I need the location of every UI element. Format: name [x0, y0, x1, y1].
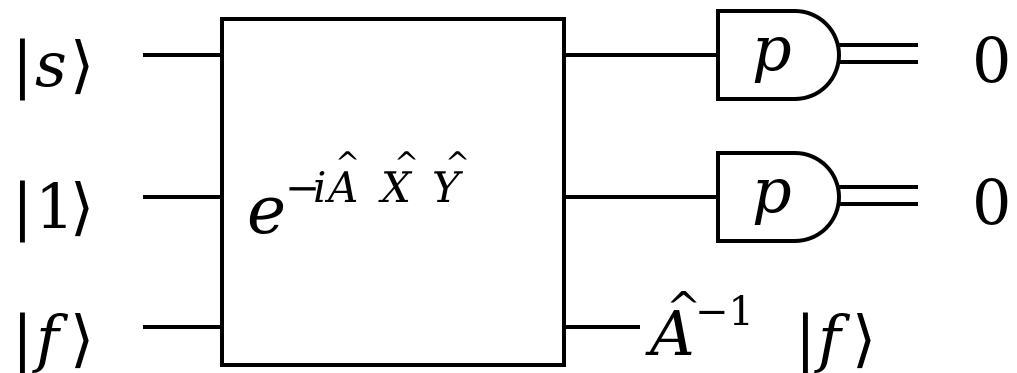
- output-operator: A: [645, 297, 695, 370]
- ket-symbol: f: [32, 302, 69, 373]
- input-ket-s: | s ⟩: [12, 28, 94, 101]
- measurement-outcome: 0: [972, 166, 1011, 239]
- gate-exp-a: A: [324, 163, 358, 212]
- gate-exp-y: Y: [432, 163, 464, 212]
- gate-hat-y: ^: [445, 146, 470, 181]
- ket-left-bar: |: [12, 170, 33, 243]
- measurement-meter-shape: [716, 9, 841, 101]
- measurement-1: p 0: [716, 9, 1011, 101]
- gate-base-e: e: [247, 172, 286, 249]
- input-ket-f: | f ⟩: [12, 302, 94, 373]
- measurement-basis: p: [752, 12, 792, 85]
- ket-right-angle: ⟩: [70, 28, 94, 101]
- ket-left-bar: |: [12, 28, 33, 101]
- gate-label: e − i ^ A ^ X ^ Y: [247, 146, 470, 249]
- output-hat: ^: [666, 283, 701, 332]
- ket-symbol: 1: [35, 170, 74, 243]
- measurement-2: p 0: [716, 151, 1011, 243]
- output-state: ^ A −1 | f ⟩: [645, 283, 876, 373]
- ket-symbol: s: [35, 28, 67, 101]
- ket-right-angle: ⟩: [852, 302, 876, 373]
- output-state-symbol: f: [814, 302, 851, 373]
- unitary-gate-box: [220, 17, 566, 367]
- ket-right-angle: ⟩: [70, 170, 94, 243]
- gate-hat-a: ^: [335, 146, 360, 181]
- measurement-basis: p: [752, 154, 792, 227]
- input-ket-1: | 1 ⟩: [12, 170, 94, 243]
- gate-hat-x: ^: [394, 146, 419, 181]
- ket-left-bar: |: [795, 302, 816, 373]
- output-exponent: −1: [695, 289, 754, 335]
- gate-exp-i: i: [313, 163, 326, 212]
- gate-exp-minus: −: [285, 163, 320, 212]
- ket-left-bar: |: [12, 302, 33, 373]
- gate-exp-x: X: [378, 163, 413, 212]
- ket-right-angle: ⟩: [70, 302, 94, 373]
- measurement-outcome: 0: [972, 24, 1011, 97]
- measurement-meter-shape: [716, 151, 841, 243]
